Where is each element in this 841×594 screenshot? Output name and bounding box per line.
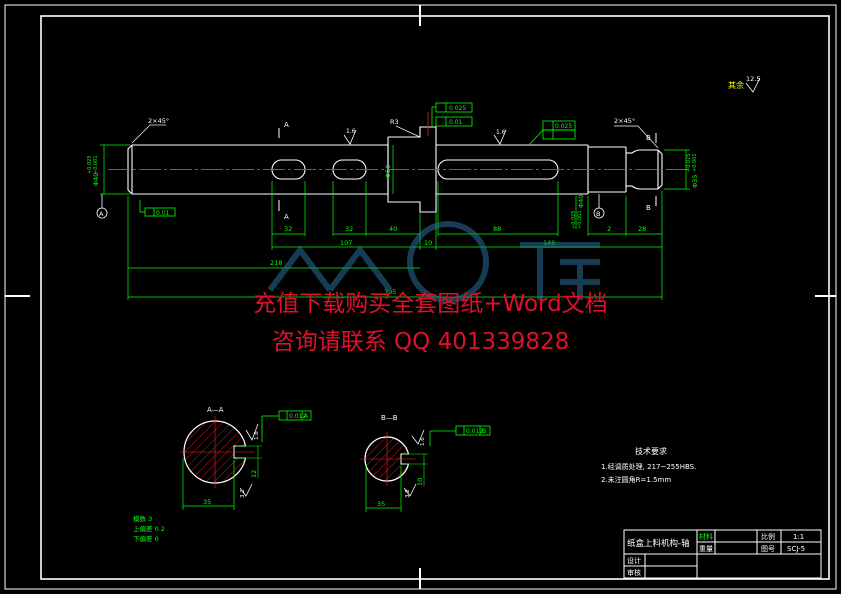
title-scale-label: 比例 bbox=[761, 532, 775, 541]
roughness-note: 其余 12.5 bbox=[728, 75, 760, 93]
roughness-symbol-1: 1.6 bbox=[343, 128, 357, 145]
diameter-dim-lines bbox=[100, 144, 690, 229]
dim-32b: 32 bbox=[345, 225, 353, 233]
svg-text:2×45°: 2×45° bbox=[148, 117, 169, 125]
dia-end: Φ35 bbox=[691, 175, 699, 188]
dia-end-tol-2: +0.001 bbox=[692, 153, 698, 172]
dim-88: 88 bbox=[493, 225, 501, 233]
tolerance-frames bbox=[139, 102, 576, 217]
dim-40: 40 bbox=[389, 225, 397, 233]
inner-frame bbox=[40, 15, 830, 580]
dim-395: 395 bbox=[384, 288, 396, 296]
module-notes: 模数 3 上偏差 0.2 下偏差 0 bbox=[133, 514, 165, 543]
section-markers bbox=[278, 128, 657, 211]
svg-text:0.012: 0.012 bbox=[289, 413, 306, 420]
watermark-logo bbox=[267, 221, 600, 303]
svg-text:2.未注圆角R=1.5mm: 2.未注圆角R=1.5mm bbox=[601, 475, 671, 484]
svg-text:2×45°: 2×45° bbox=[614, 117, 635, 125]
title-weight-label: 重量 bbox=[699, 545, 713, 553]
title-checker-label: 审核 bbox=[627, 568, 641, 577]
dia-left-tol-2: +0.001 bbox=[93, 155, 99, 174]
svg-text:R3: R3 bbox=[390, 118, 399, 126]
datum-markers bbox=[96, 194, 605, 219]
dia-left: Φ40 bbox=[92, 173, 100, 186]
svg-text:技术要求: 技术要求 bbox=[635, 446, 667, 456]
title-block bbox=[623, 529, 822, 579]
svg-text:其余: 其余 bbox=[728, 80, 744, 90]
datum-b: B bbox=[596, 210, 600, 218]
svg-text:35: 35 bbox=[377, 500, 385, 508]
title-drawing-no-value: SCJ-5 bbox=[787, 545, 805, 553]
centering-marks bbox=[5, 5, 836, 589]
section-bb-view: B—B 0.012 B 1.6 3.2 35 10 bbox=[360, 414, 491, 512]
tol-left: 0.01 bbox=[156, 210, 170, 217]
svg-text:A—A: A—A bbox=[207, 406, 224, 414]
svg-text:1.6: 1.6 bbox=[346, 128, 356, 135]
svg-text:上偏差 0.2: 上偏差 0.2 bbox=[133, 524, 165, 533]
title-scale-value: 1:1 bbox=[793, 533, 804, 541]
section-label-b-top: B bbox=[646, 134, 651, 142]
svg-text:35: 35 bbox=[203, 498, 211, 506]
dia-left-tol-1: +0.025 bbox=[87, 155, 93, 174]
svg-text:3.2: 3.2 bbox=[405, 489, 411, 498]
dim-28: 28 bbox=[638, 225, 646, 233]
title-drawing-name: 纸盒上料机构-轴 bbox=[627, 538, 690, 549]
dim-2: 2 bbox=[607, 225, 611, 233]
title-drawing-no-label: 图号 bbox=[761, 545, 775, 553]
section-label-a-bottom: A bbox=[284, 213, 289, 221]
dia-end-tol-1: +0.025 bbox=[686, 153, 692, 172]
svg-text:12.5: 12.5 bbox=[746, 75, 760, 83]
title-designer-label: 设计 bbox=[627, 556, 641, 565]
svg-text:A: A bbox=[304, 413, 309, 420]
dia-right-tol-1: +0.025 bbox=[571, 210, 577, 229]
dia-right-tol-2: +0.001 bbox=[577, 210, 583, 229]
dia-right: Φ40 bbox=[577, 195, 585, 208]
roughness-symbol-2: 1.6 bbox=[493, 129, 507, 145]
section-aa-view: A—A 0.012 A 1.6 3.2 bbox=[180, 406, 312, 510]
svg-text:10: 10 bbox=[416, 478, 424, 486]
svg-text:1.经调质处理, 217~255HBS.: 1.经调质处理, 217~255HBS. bbox=[601, 462, 696, 471]
title-material-label: 材料 bbox=[699, 532, 713, 541]
svg-text:3.2: 3.2 bbox=[240, 489, 246, 498]
dia-mid: Φ50 bbox=[384, 165, 392, 178]
tol-right: 0.025 bbox=[555, 123, 572, 130]
dim-10: 10 bbox=[424, 239, 432, 247]
technical-requirements: 技术要求 1.经调质处理, 217~255HBS. 2.未注圆角R=1.5mm bbox=[601, 446, 696, 484]
svg-text:模数 3: 模数 3 bbox=[133, 514, 152, 523]
dim-32a: 32 bbox=[284, 225, 292, 233]
svg-text:1.6: 1.6 bbox=[420, 437, 426, 446]
svg-text:1.6: 1.6 bbox=[254, 431, 260, 440]
section-label-b-bottom: B bbox=[646, 204, 651, 212]
svg-text:下偏差 0: 下偏差 0 bbox=[133, 534, 159, 543]
chamfer-notes: 2×45° 2×45° R3 bbox=[131, 117, 659, 149]
dim-218: 218 bbox=[270, 259, 282, 267]
section-label-a-top: A bbox=[284, 121, 289, 129]
shaft-main-view bbox=[127, 126, 663, 213]
dim-107: 107 bbox=[340, 239, 352, 247]
svg-text:B: B bbox=[482, 428, 486, 435]
svg-text:1.6: 1.6 bbox=[496, 129, 506, 136]
datum-a: A bbox=[99, 210, 104, 218]
watermark-line-2: 咨询请联系 QQ 401339828 bbox=[271, 329, 570, 355]
watermark-line-1: 充值下载购买全套图纸+Word文档 bbox=[253, 291, 608, 317]
svg-text:12: 12 bbox=[250, 470, 258, 478]
svg-text:B—B: B—B bbox=[381, 414, 398, 422]
svg-text:0.012: 0.012 bbox=[466, 428, 483, 435]
tol-top-1: 0.025 bbox=[449, 105, 466, 112]
tol-top-2: 0.01 bbox=[449, 119, 463, 126]
